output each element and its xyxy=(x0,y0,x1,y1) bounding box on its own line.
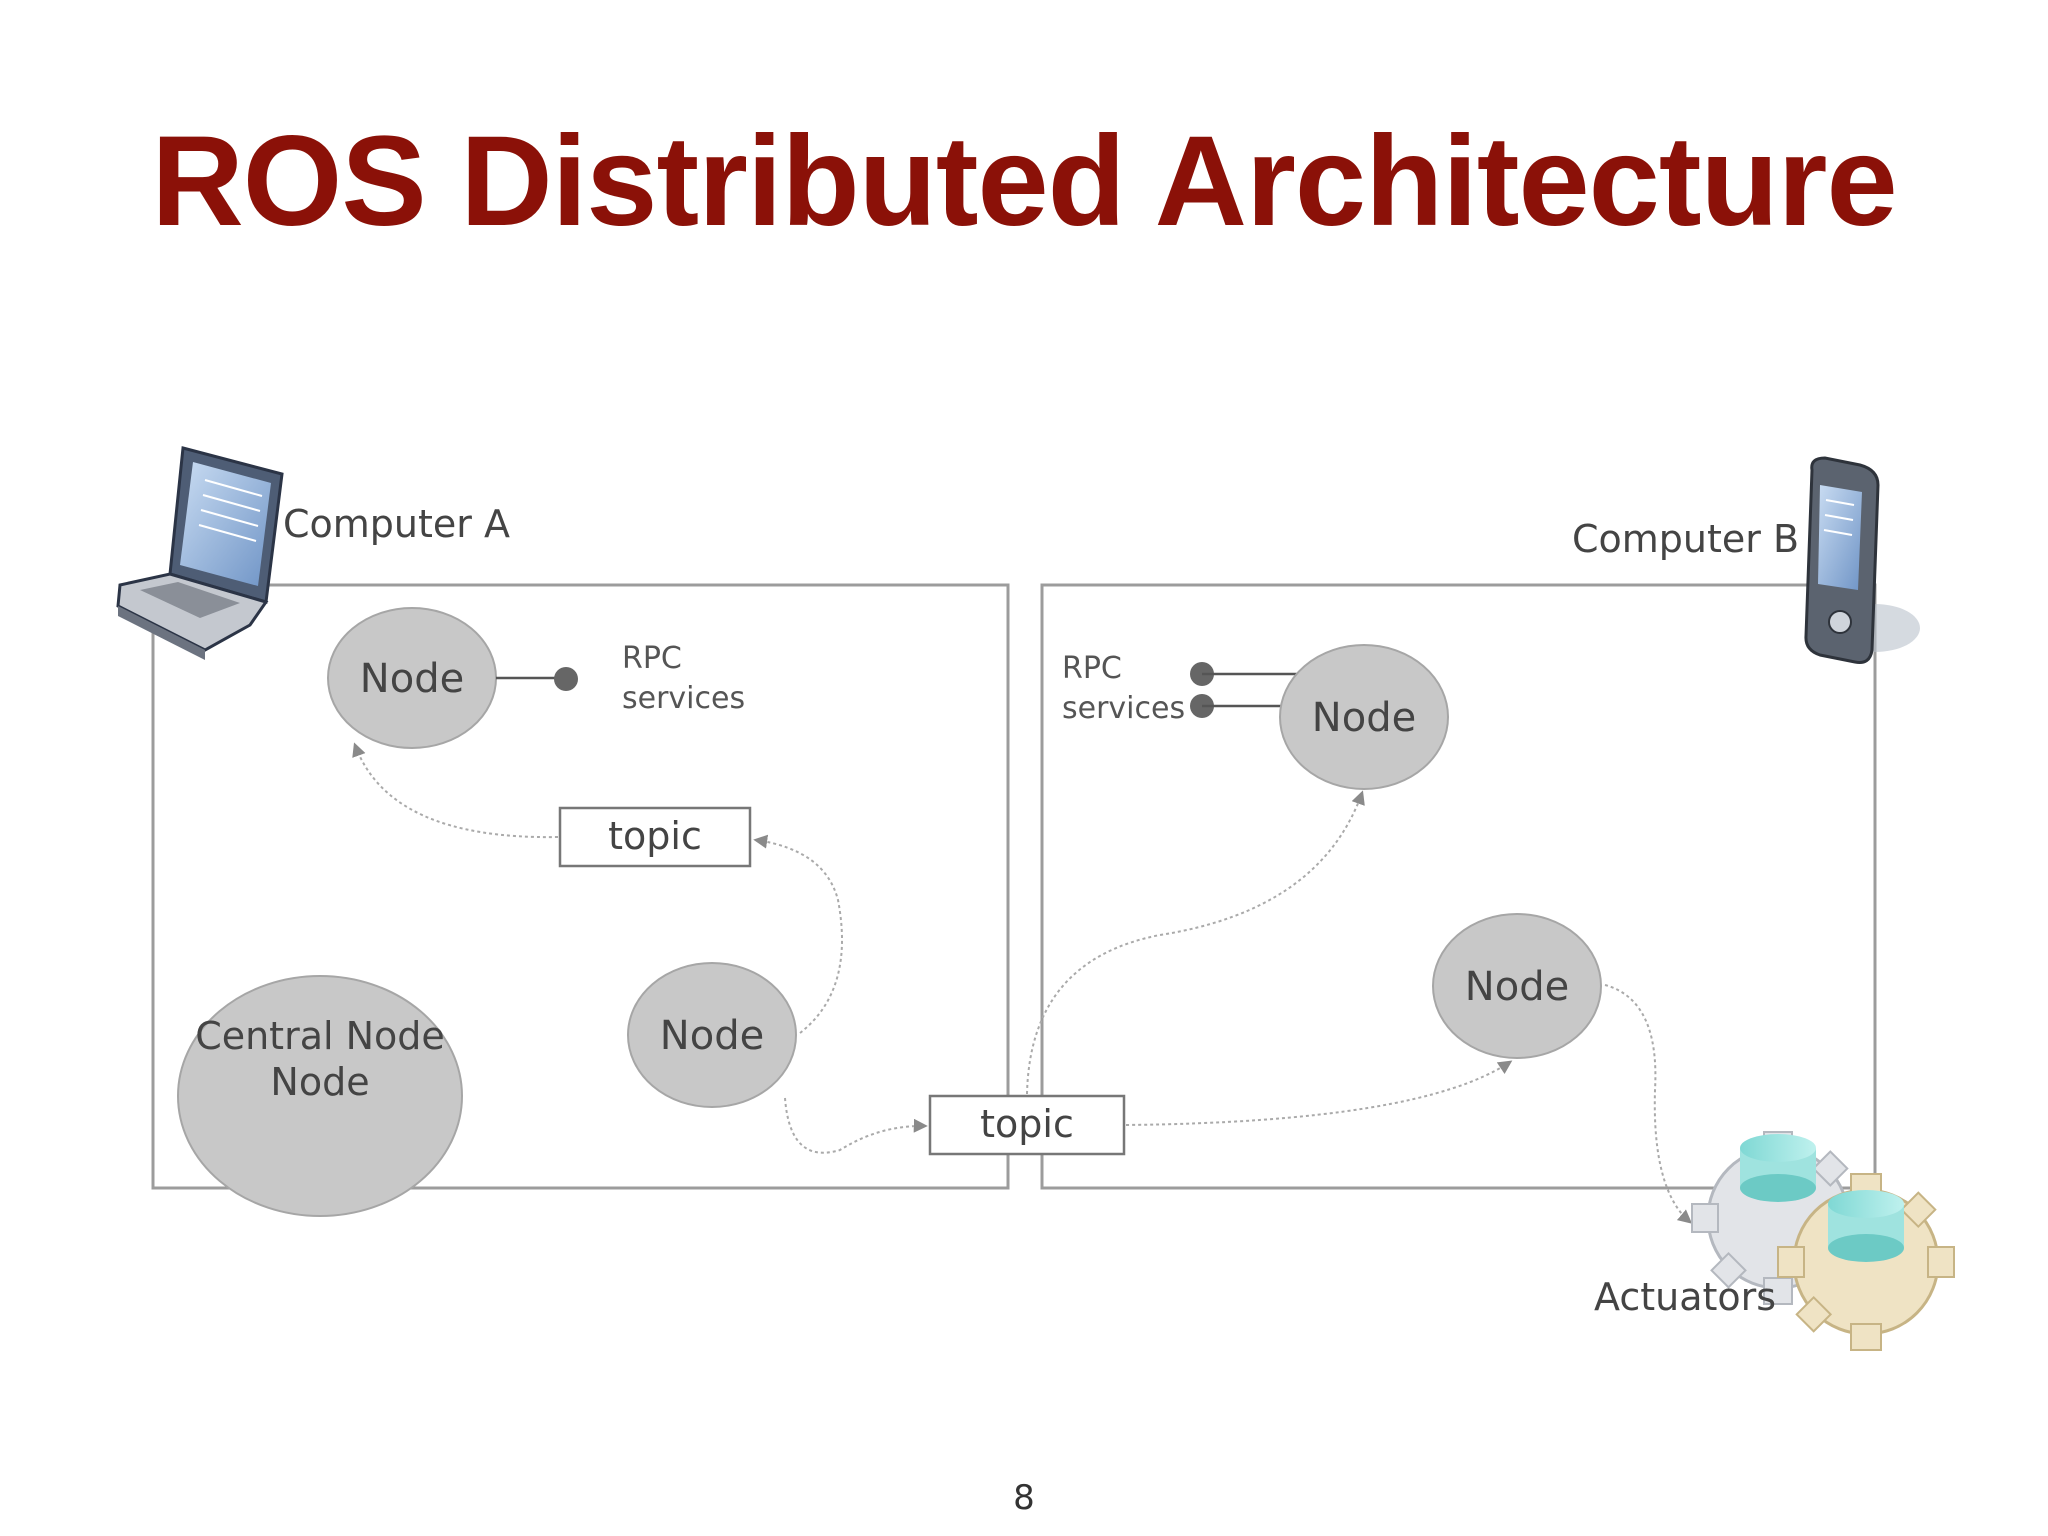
computer-b-frame xyxy=(1040,583,1877,1190)
rpc-label-b-line1: RPC xyxy=(1062,651,1122,686)
rpc-endpoint-a xyxy=(554,667,578,691)
arrow-topic-a-to-node-a-top xyxy=(352,742,559,839)
node-a-bottom-label: Node xyxy=(660,1013,764,1059)
node-a-top[interactable]: Node xyxy=(327,607,497,749)
computer-b-label: Computer B xyxy=(1572,517,1799,561)
computer-a-label: Computer A xyxy=(283,502,510,546)
gears-icon xyxy=(1691,1131,1955,1351)
central-node-line2: Node xyxy=(270,1060,369,1104)
arrow-node-b-middle-to-actuators xyxy=(1604,984,1693,1224)
arrow-node-a-bottom-to-topic-shared xyxy=(784,1097,928,1154)
slide-title: ROS Distributed Architecture xyxy=(151,110,1897,253)
actuators-label: Actuators xyxy=(1594,1275,1776,1319)
topic-shared[interactable]: topic xyxy=(928,1094,1126,1156)
page-number: 8 xyxy=(1013,1478,1035,1518)
rpc-label-a-line1: RPC xyxy=(622,641,682,676)
node-b-middle[interactable]: Node xyxy=(1432,913,1602,1059)
node-b-top-label: Node xyxy=(1312,695,1416,741)
laptop-icon xyxy=(116,446,284,660)
rpc-label-b-line2: services xyxy=(1062,691,1185,726)
central-node[interactable]: Central Node Node xyxy=(177,975,463,1217)
topic-a-label: topic xyxy=(608,814,702,858)
rpc-label-a-line2: services xyxy=(622,681,745,716)
topic-a[interactable]: topic xyxy=(558,806,752,868)
arrow-node-a-bottom-to-topic-a xyxy=(753,834,844,1034)
computer-a-frame xyxy=(151,583,1010,1190)
node-b-top[interactable]: Node xyxy=(1279,644,1449,790)
node-a-bottom[interactable]: Node xyxy=(627,962,797,1108)
arrow-topic-shared-to-node-b-middle xyxy=(1125,1060,1513,1126)
node-b-middle-label: Node xyxy=(1465,964,1569,1010)
topic-shared-label: topic xyxy=(980,1102,1074,1146)
central-node-line1: Central Node xyxy=(195,1014,445,1058)
node-a-top-label: Node xyxy=(360,656,464,702)
arrow-topic-shared-to-node-b-top xyxy=(1026,790,1365,1095)
pda-icon xyxy=(1804,456,1920,664)
